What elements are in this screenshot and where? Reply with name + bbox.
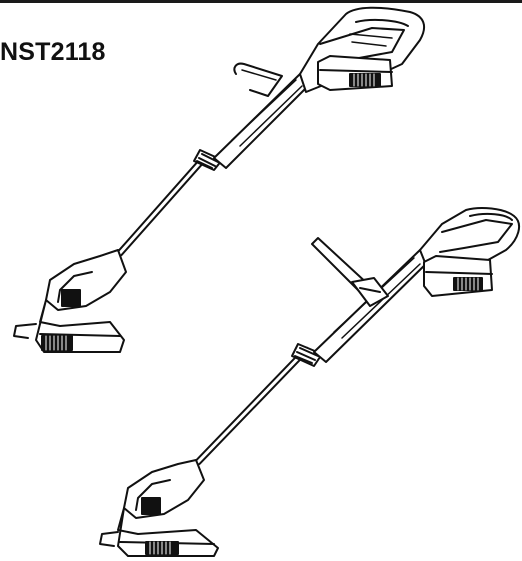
trimmer-head [99, 459, 219, 557]
model-number: NST2118 [0, 38, 106, 66]
battery-pack [317, 55, 393, 91]
trimmer-head [13, 249, 127, 353]
battery-pack [423, 255, 493, 297]
auxiliary-handle [311, 237, 389, 307]
header-rule [0, 0, 522, 3]
